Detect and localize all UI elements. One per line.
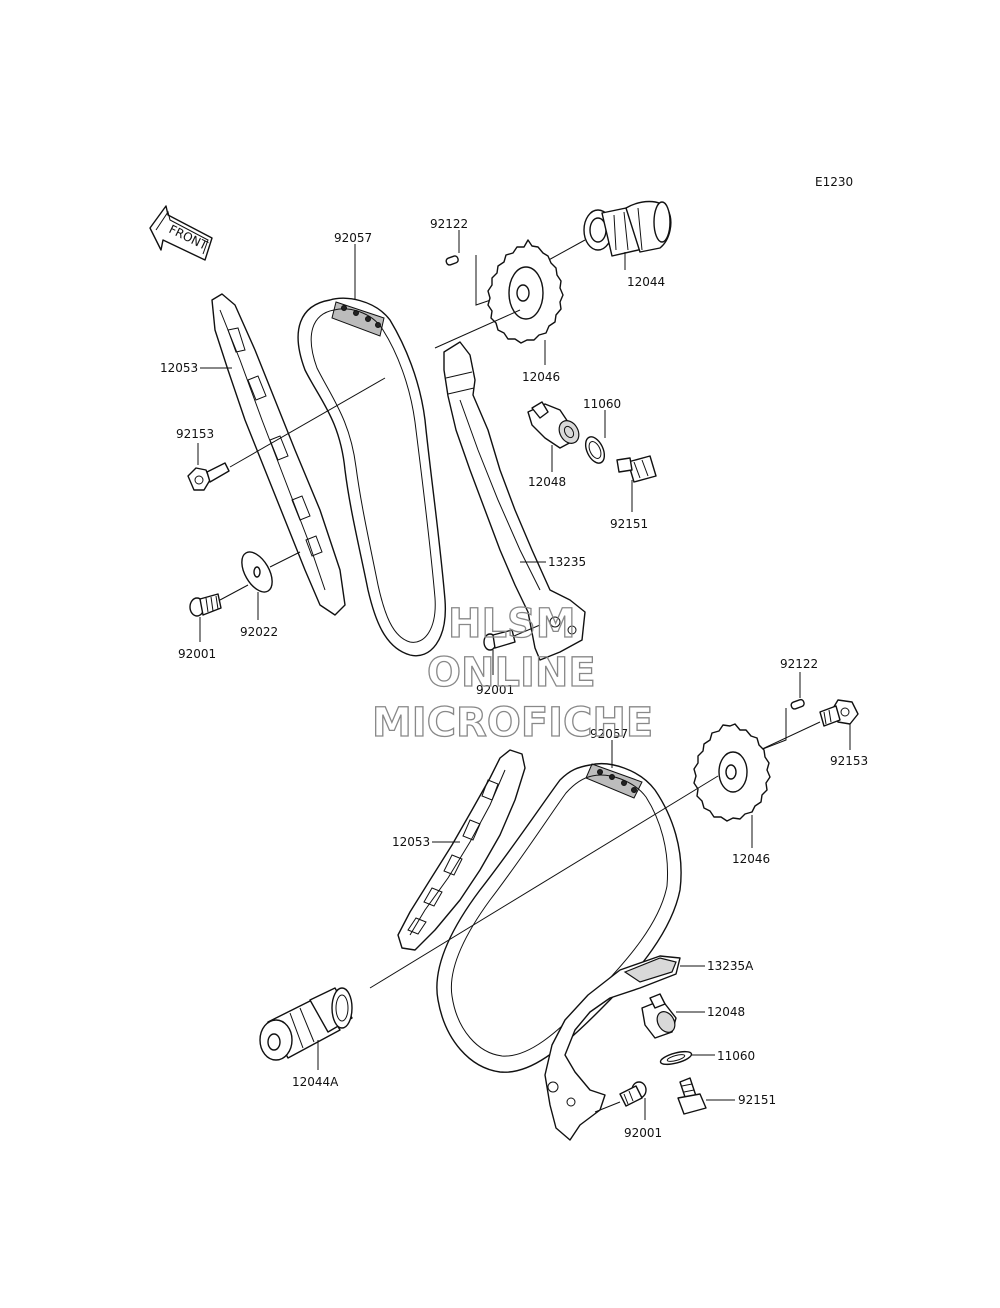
- chain-guide-12053-top[interactable]: [211, 293, 346, 616]
- label-12048-top: 12048: [528, 475, 566, 489]
- tensioner-12048-bottom[interactable]: [641, 993, 678, 1039]
- label-92001-bot: 92001: [624, 1126, 662, 1140]
- label-12046-bot: 12046: [732, 852, 770, 866]
- washer-11060-top[interactable]: [582, 434, 608, 466]
- cam-chain-92057-bottom[interactable]: [436, 763, 682, 1073]
- bolt-92151-top[interactable]: [616, 455, 657, 483]
- tensioner-arm-13235[interactable]: [443, 341, 586, 661]
- label-13235: 13235: [548, 555, 586, 569]
- cam-chain-92057-top[interactable]: [297, 297, 446, 657]
- watermark-line1: HLSM: [448, 601, 576, 647]
- label-13235A: 13235A: [707, 959, 754, 973]
- bolt-92001-bottom[interactable]: [619, 1081, 647, 1107]
- label-92001-mid: 92001: [476, 683, 514, 697]
- pin-92122-top[interactable]: [445, 255, 459, 266]
- label-12046-top: 12046: [522, 370, 560, 384]
- bolt-92001-left[interactable]: [189, 593, 222, 617]
- label-92122-top: 92122: [430, 217, 468, 231]
- diagram-code: E1230: [815, 175, 853, 189]
- label-92122-bot: 92122: [780, 657, 818, 671]
- label-92057-bot: 92057: [590, 727, 628, 741]
- label-12044A: 12044A: [292, 1075, 339, 1089]
- tensioner-arm-13235A[interactable]: [544, 955, 681, 1141]
- label-92057-top: 92057: [334, 231, 372, 245]
- washer-11060-bottom[interactable]: [659, 1049, 693, 1067]
- bolt-92001-mid[interactable]: [483, 629, 516, 651]
- bolt-92153-bottom[interactable]: [819, 699, 859, 727]
- front-arrow-icon: FRONT: [149, 205, 213, 261]
- label-11060-top: 11060: [583, 397, 621, 411]
- label-92001-left: 92001: [178, 647, 216, 661]
- bolt-92151-bottom[interactable]: [677, 1077, 707, 1115]
- sprocket-12046-top[interactable]: [487, 239, 564, 344]
- label-12044: 12044: [627, 275, 665, 289]
- label-11060-bot: 11060: [717, 1049, 755, 1063]
- camshaft-12044A[interactable]: [259, 987, 353, 1061]
- tensioner-12048-top[interactable]: [527, 401, 583, 449]
- sprocket-12046-bottom[interactable]: [693, 723, 771, 822]
- washer-92022[interactable]: [236, 547, 279, 597]
- label-92151-top: 92151: [610, 517, 648, 531]
- label-92153-top: 92153: [176, 427, 214, 441]
- pin-92122-bottom[interactable]: [790, 698, 805, 710]
- label-12053-bot: 12053: [392, 835, 430, 849]
- label-92153-bot: 92153: [830, 754, 868, 768]
- watermark: HLSM ONLINE MICROFICHE: [371, 600, 654, 746]
- camshaft-12044[interactable]: [583, 200, 672, 257]
- label-92022: 92022: [240, 625, 278, 639]
- label-12048-bot: 12048: [707, 1005, 745, 1019]
- chain-guide-12053-bottom[interactable]: [397, 749, 526, 951]
- watermark-line3: MICROFICHE: [372, 700, 653, 746]
- label-92151-bot: 92151: [738, 1093, 776, 1107]
- label-12053-top: 12053: [160, 361, 198, 375]
- bolt-92153-top[interactable]: [187, 462, 230, 491]
- watermark-line2: ONLINE: [427, 650, 596, 696]
